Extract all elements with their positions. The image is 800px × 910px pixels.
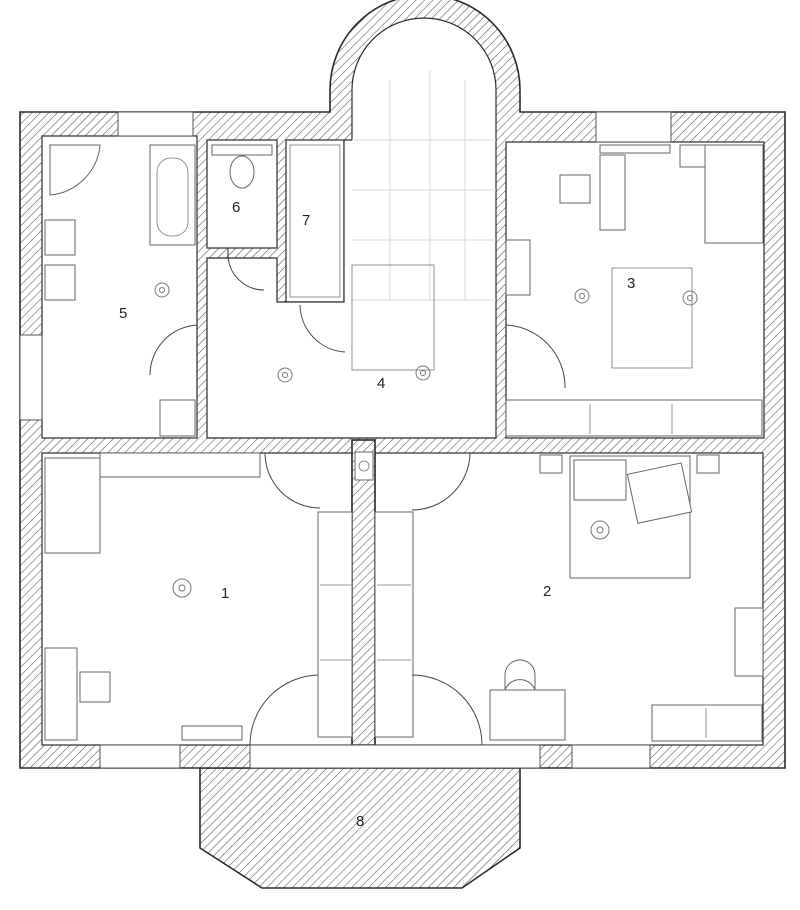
bathroom-fixtures (44, 144, 196, 437)
room-6-floor (206, 139, 278, 249)
room-3-furniture (505, 144, 764, 437)
chimney-flue (358, 460, 370, 472)
central-pillar (351, 439, 376, 746)
room-label-3: 3 (627, 275, 635, 292)
ceiling-lights (154, 282, 698, 598)
room-label-8: 8 (356, 813, 364, 830)
window-bottom-right (571, 744, 651, 769)
window-top-right (595, 111, 672, 143)
room-label-6: 6 (232, 199, 240, 216)
window-bottom-left (99, 744, 181, 769)
wc-fixtures (211, 144, 273, 189)
stair-grid (351, 70, 496, 371)
room-2-floor (374, 452, 764, 746)
room-label-2: 2 (543, 583, 551, 600)
room-label-4: 4 (377, 375, 385, 392)
storage-shelf (289, 144, 341, 298)
window-bottom-center (249, 744, 541, 769)
room-label-7: 7 (302, 212, 310, 229)
window-top-left (117, 111, 194, 137)
room-7-floor (285, 139, 345, 303)
room-4-floor (206, 17, 497, 439)
chimney (354, 451, 374, 481)
doors (149, 248, 566, 746)
room-label-1: 1 (221, 585, 229, 602)
room-label-5: 5 (119, 305, 127, 322)
room-1-furniture (44, 452, 353, 741)
window-left (19, 334, 43, 421)
room-2-furniture (374, 454, 764, 742)
